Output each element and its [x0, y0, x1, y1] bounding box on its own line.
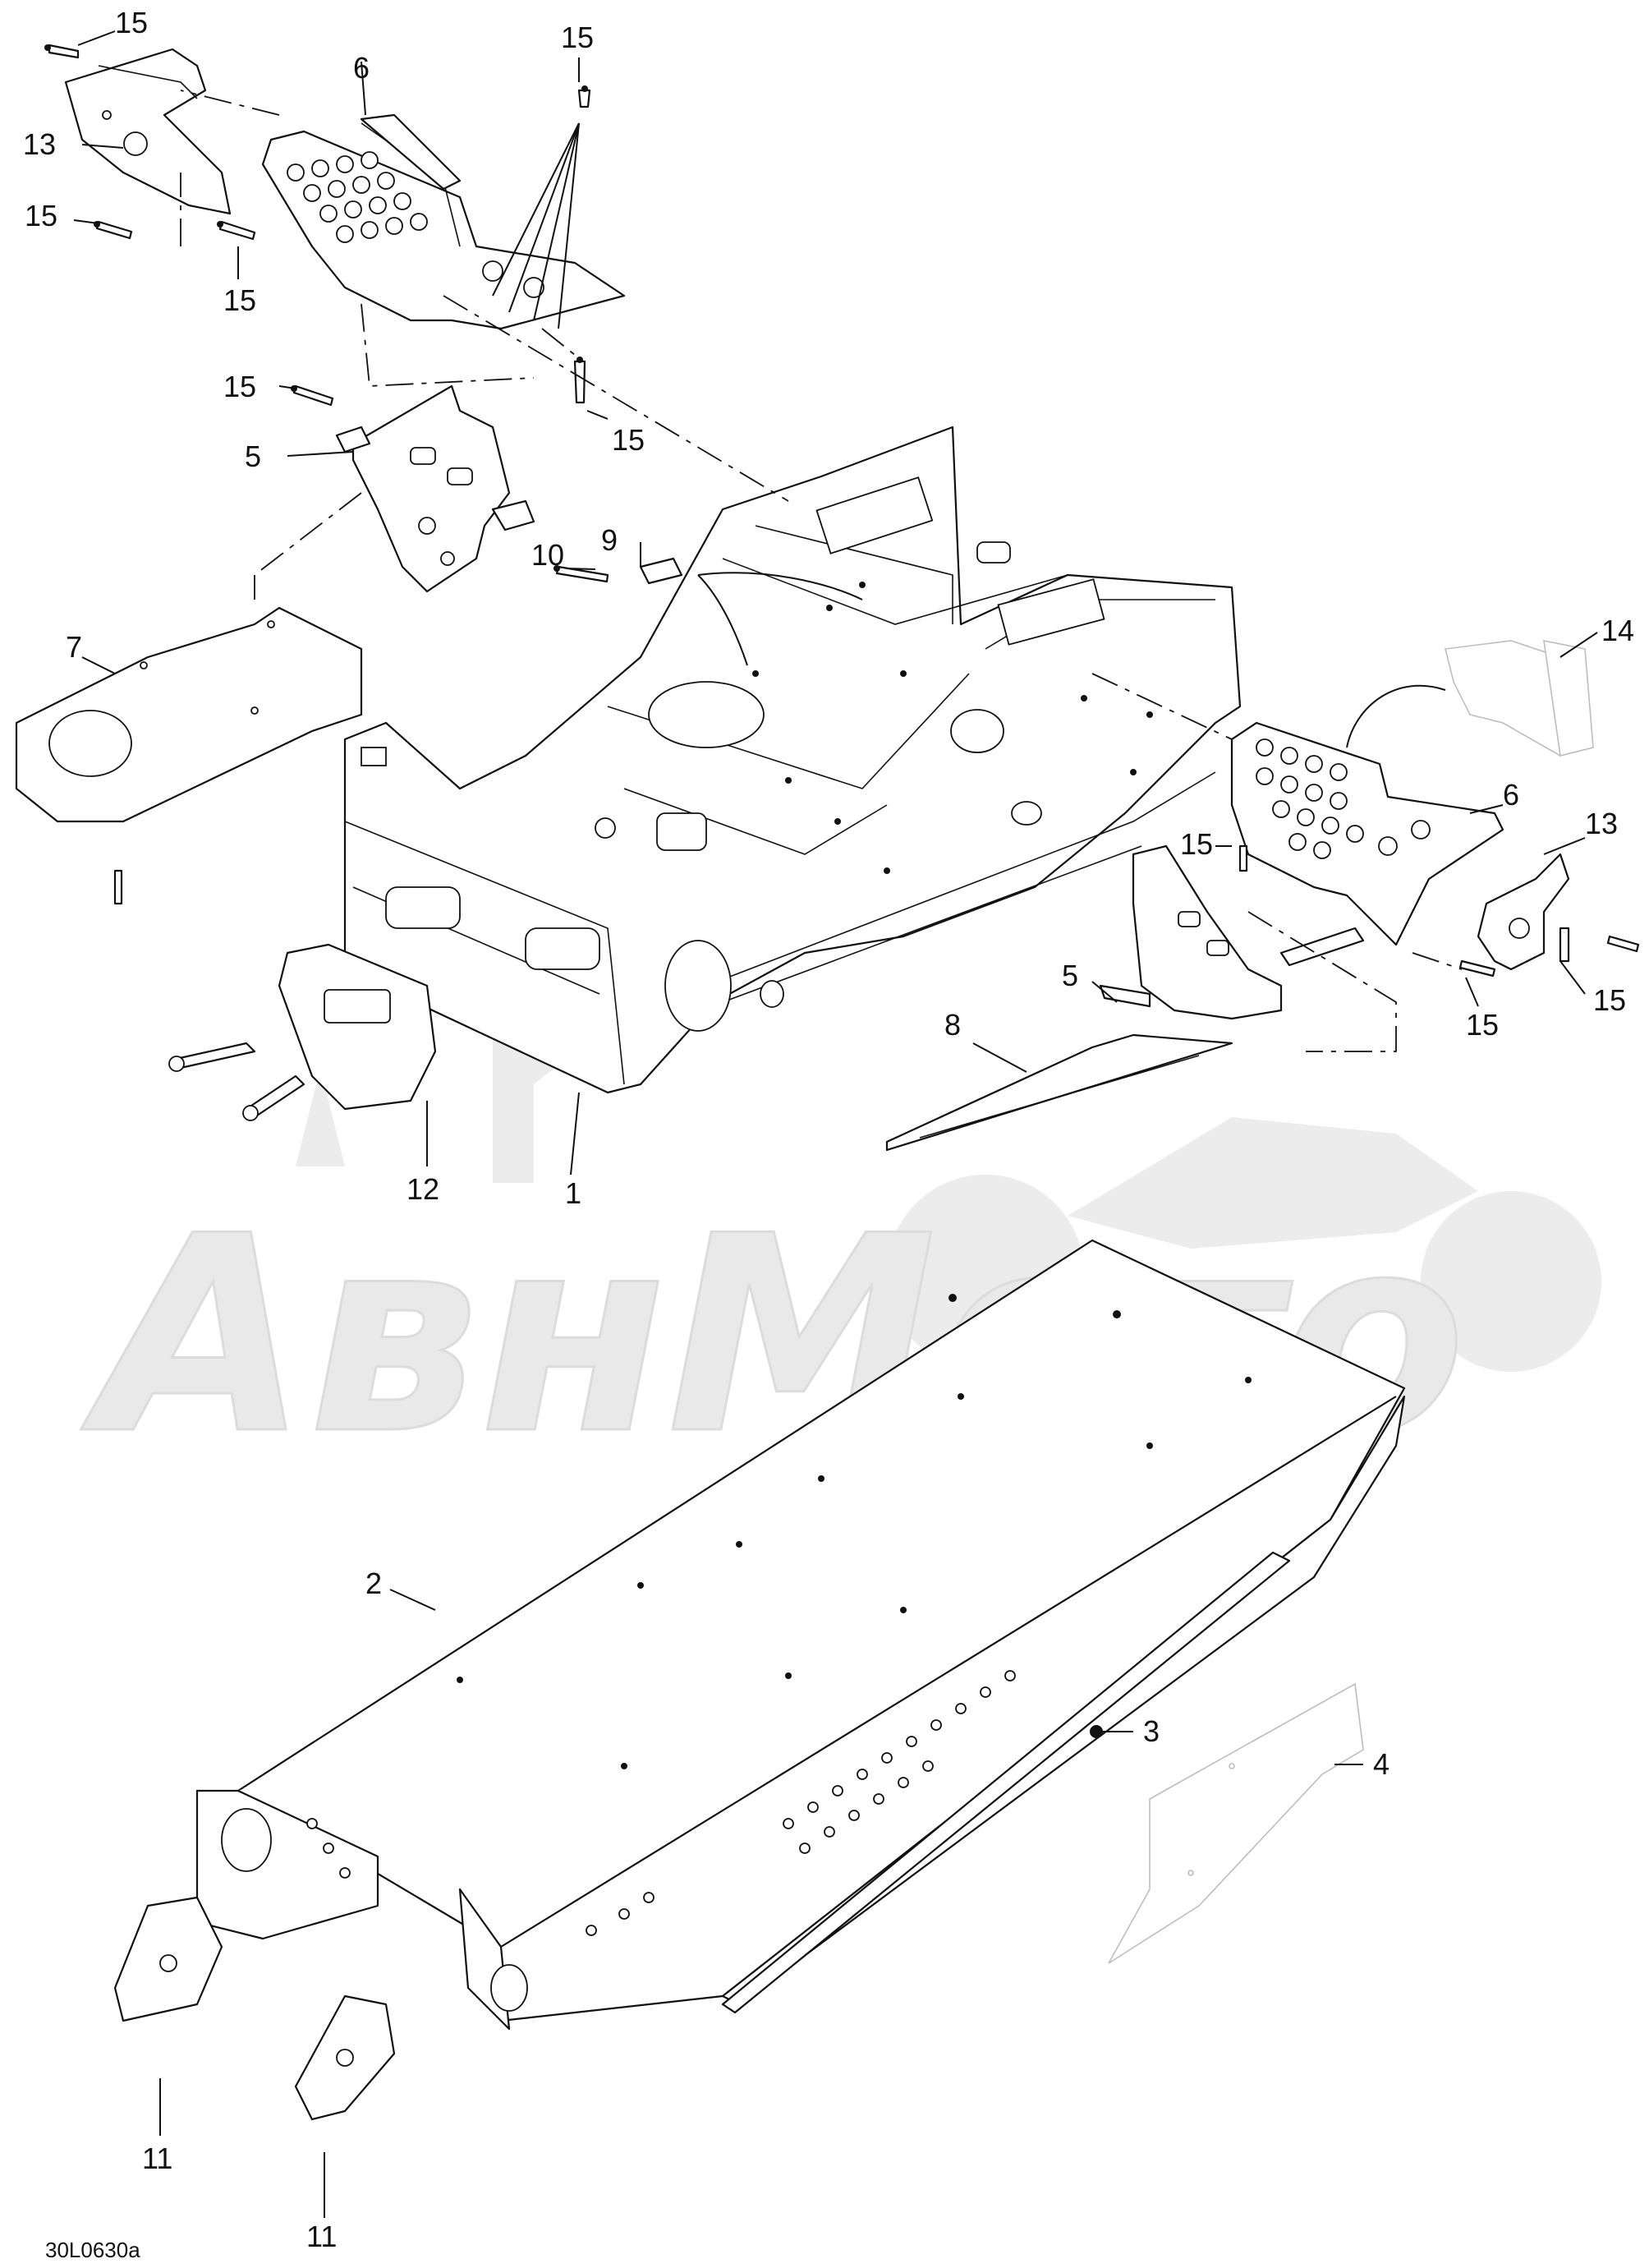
footrest-left-holes — [287, 151, 544, 298]
callout-13: 13 — [1585, 807, 1618, 840]
callout-13: 13 — [23, 127, 56, 161]
callout-7: 7 — [66, 630, 82, 664]
callouts: 15 13 15 15 6 15 15 5 15 9 10 7 14 6 13 … — [23, 6, 1634, 2262]
callout-6: 6 — [1503, 778, 1519, 812]
part-5-bracket-left — [335, 384, 535, 593]
callout-8: 8 — [944, 1008, 961, 1042]
callout-14: 14 — [1601, 614, 1634, 647]
callout-5: 5 — [245, 439, 261, 473]
part-14-bracket — [1445, 639, 1594, 757]
part-7-plate — [15, 606, 363, 823]
leader-lines — [73, 30, 1598, 2218]
callout-5: 5 — [1062, 959, 1078, 992]
part-12-bracket — [168, 943, 437, 1121]
callout-15: 15 — [223, 283, 256, 317]
callout-12: 12 — [407, 1172, 439, 1206]
part-6-footrest-right — [1230, 721, 1504, 946]
callout-15: 15 — [612, 423, 645, 457]
part-6-footrest-left — [261, 113, 626, 330]
callout-11: 11 — [306, 2220, 337, 2253]
part-11-plate-a — [113, 1896, 223, 2022]
tunnel-hole-pattern — [306, 1670, 1016, 1936]
callout-4: 4 — [1373, 1747, 1389, 1781]
footrest-right-holes — [1256, 738, 1431, 859]
part-1-frame — [343, 426, 1242, 1094]
callout-10: 10 — [531, 538, 564, 572]
part-5-bracket-right — [1099, 844, 1365, 1020]
callout-9: 9 — [601, 523, 618, 557]
part-4-panel — [1108, 1682, 1364, 1964]
part-11-plate-b — [294, 1994, 396, 2121]
part-8-runner — [885, 1033, 1233, 1152]
callout-15: 15 — [115, 6, 148, 39]
callout-1: 1 — [565, 1176, 581, 1210]
drawing-code: 30L0630a — [45, 2238, 140, 2262]
callout-11: 11 — [142, 2141, 172, 2175]
callout-15: 15 — [561, 21, 594, 54]
callout-6: 6 — [353, 51, 370, 85]
callout-15: 15 — [223, 370, 256, 403]
callout-2: 2 — [365, 1566, 382, 1600]
callout-15: 15 — [25, 199, 57, 232]
part-2-tunnel — [195, 1239, 1406, 2031]
callout-15: 15 — [1180, 827, 1213, 861]
assembly-lines — [180, 90, 1463, 1052]
callout-15: 15 — [1466, 1008, 1499, 1042]
part-13-bracket-left — [64, 48, 232, 215]
rivets — [44, 44, 1640, 978]
part-13-bracket-right — [1477, 853, 1570, 971]
callout-3: 3 — [1143, 1714, 1160, 1748]
callout-15: 15 — [1593, 983, 1626, 1017]
